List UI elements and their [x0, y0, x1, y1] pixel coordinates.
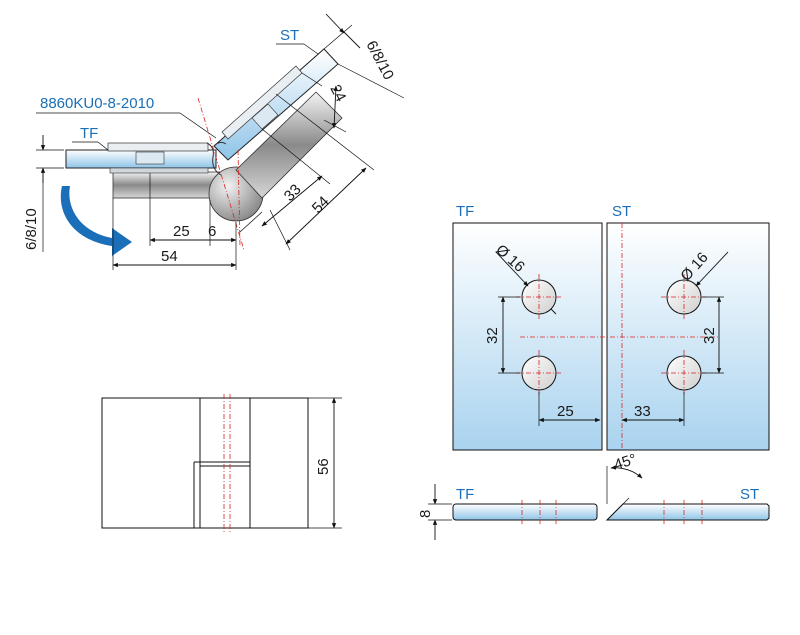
left-thickness-label: 6/8/10	[23, 208, 40, 250]
st-edge-strip	[605, 503, 770, 521]
dim-25-top: 25	[173, 223, 190, 240]
st-label-top: ST	[280, 27, 299, 44]
tf-label-top: TF	[80, 125, 98, 142]
knuckle-centerline	[237, 149, 241, 247]
hinge-front-view: 56	[101, 394, 342, 532]
st-hole-upper	[661, 274, 707, 320]
hinge-plan-view: 6/8/10 TF 8860KU0-8-2010 ST 6/8/10 24 33	[23, 13, 405, 270]
tf-hole-upper	[516, 274, 562, 320]
glass-cutout-view: TF ST Ø 16 Ø 16	[452, 203, 770, 451]
dim-8: 8	[417, 510, 434, 518]
tf-clamp-plate	[107, 142, 209, 152]
tf-label-edge: TF	[456, 486, 474, 503]
hinge-body-angled	[235, 91, 343, 199]
st-edge-offset: 33	[634, 403, 651, 420]
tf-hole-spacing: 32	[484, 327, 501, 344]
angle-45: 45°	[612, 451, 639, 474]
part-number-label: 8860KU0-8-2010	[40, 95, 154, 112]
st-hole-spacing: 32	[701, 327, 718, 344]
tf-clamp-insert	[135, 151, 165, 165]
rotation-arrow-icon	[60, 186, 132, 256]
tf-edge-strip	[452, 503, 598, 521]
glass-edge-view: TF ST 8 45°	[417, 451, 770, 540]
st-glass-panel	[606, 222, 770, 451]
st-hole-lower	[661, 350, 707, 396]
tf-hole-lower	[516, 350, 562, 396]
st-label-edge: ST	[740, 486, 759, 503]
dim-6-top: 6	[208, 223, 216, 240]
corner-seal	[206, 141, 227, 176]
dim-56: 56	[315, 458, 332, 475]
tf-glass-panel	[452, 222, 603, 451]
dim-33-diagonal: 33	[281, 181, 305, 205]
front-view-outline	[101, 397, 309, 529]
dim-54-diagonal: 54	[309, 193, 333, 217]
dim-24: 24	[326, 82, 349, 105]
top-thickness-label: 6/8/10	[362, 38, 397, 83]
tf-label-cutout: TF	[456, 203, 474, 220]
dim-54-horizontal: 54	[161, 248, 178, 265]
tf-gasket	[109, 167, 209, 174]
st-clamp-insert	[251, 103, 279, 130]
tf-edge-offset: 25	[557, 403, 574, 420]
st-label-cutout: ST	[612, 203, 631, 220]
hinge-body-horizontal	[112, 171, 226, 199]
